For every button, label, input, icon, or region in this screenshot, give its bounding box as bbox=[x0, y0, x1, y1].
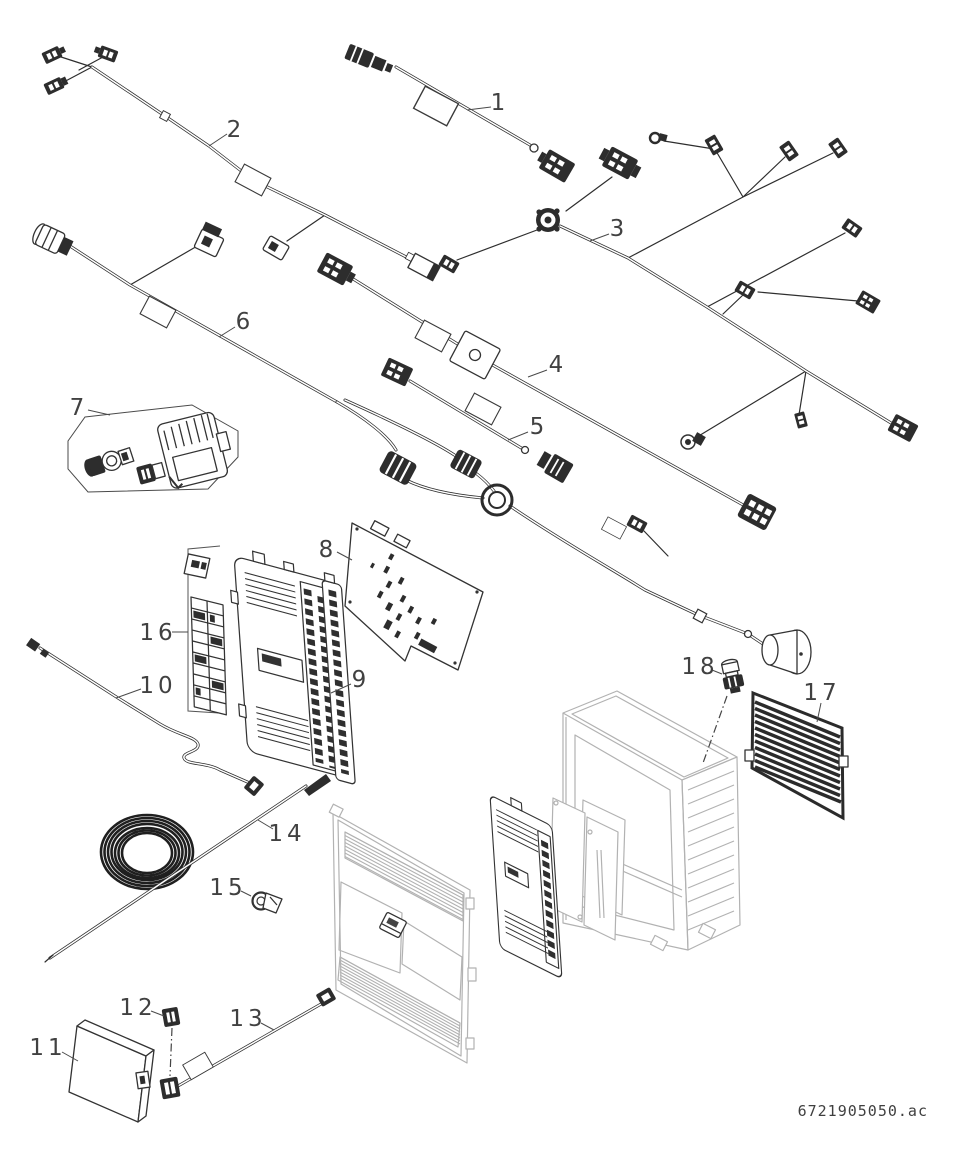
harness-2 bbox=[41, 45, 441, 282]
svg-text:7: 7 bbox=[70, 395, 89, 421]
callout-15: 15 bbox=[209, 875, 252, 901]
harness-3 bbox=[438, 131, 919, 450]
svg-text:8: 8 bbox=[319, 537, 338, 563]
harness-4 bbox=[316, 252, 777, 530]
vent-grille-part17 bbox=[744, 690, 849, 821]
coiled-cable bbox=[99, 813, 195, 891]
cable-part13 bbox=[159, 987, 336, 1100]
callout-17: 17 bbox=[803, 680, 840, 723]
svg-text:1: 1 bbox=[491, 90, 510, 116]
round-connector bbox=[680, 432, 706, 450]
callout-10: 10 bbox=[115, 673, 176, 699]
drawing-number: 6721905050.ac bbox=[797, 1102, 928, 1120]
svg-text:2: 2 bbox=[227, 117, 246, 143]
svg-text:12: 12 bbox=[119, 995, 156, 1021]
harness-5 bbox=[380, 357, 574, 483]
callout-5: 5 bbox=[507, 414, 549, 441]
obd-connector bbox=[157, 411, 232, 490]
callout-18: 18 bbox=[681, 654, 723, 680]
terminal-strip-part16 bbox=[183, 545, 227, 716]
callout-14: 14 bbox=[257, 819, 305, 847]
svg-text:15: 15 bbox=[209, 875, 246, 901]
callout-6: 6 bbox=[218, 309, 255, 338]
callout-4: 4 bbox=[527, 352, 568, 378]
center-control-module bbox=[489, 796, 563, 978]
callout-1: 1 bbox=[466, 90, 510, 116]
grommet-block bbox=[449, 330, 501, 380]
round-sensor bbox=[536, 208, 560, 232]
svg-text:17: 17 bbox=[803, 680, 840, 706]
harness-1 bbox=[344, 44, 576, 184]
harness-6 bbox=[32, 221, 812, 675]
sensor-rod-part14 bbox=[44, 774, 331, 963]
sensor-set-part7 bbox=[67, 404, 239, 493]
module-side-strip bbox=[321, 572, 356, 785]
callout-9: 9 bbox=[330, 667, 371, 694]
connector-part12 bbox=[161, 1007, 181, 1077]
svg-text:13: 13 bbox=[229, 1006, 266, 1032]
flag-connector bbox=[407, 252, 441, 282]
callout-8: 8 bbox=[319, 537, 353, 563]
svg-text:9: 9 bbox=[352, 667, 371, 693]
plug-cap-part18 bbox=[702, 658, 745, 764]
callout-12: 12 bbox=[119, 995, 165, 1021]
control-module-part9 bbox=[230, 550, 356, 785]
callout-16: 16 bbox=[139, 620, 188, 646]
cable-drum bbox=[761, 629, 812, 675]
callout-3: 3 bbox=[589, 216, 629, 242]
svg-text:5: 5 bbox=[530, 414, 549, 440]
svg-text:10: 10 bbox=[139, 673, 176, 699]
callout-13: 13 bbox=[229, 1006, 275, 1032]
front-door-panel bbox=[328, 803, 477, 1064]
capillary-cable-part10 bbox=[26, 637, 264, 796]
clamp-part15 bbox=[251, 891, 283, 914]
svg-text:4: 4 bbox=[549, 352, 568, 378]
svg-text:18: 18 bbox=[681, 654, 718, 680]
cover-box-part11 bbox=[68, 1019, 155, 1123]
callout-11: 11 bbox=[29, 1035, 79, 1062]
svg-text:11: 11 bbox=[29, 1035, 66, 1061]
callout-2: 2 bbox=[208, 117, 246, 147]
svg-text:14: 14 bbox=[268, 821, 305, 847]
svg-text:16: 16 bbox=[139, 620, 176, 646]
circuit-board-part8 bbox=[344, 520, 484, 671]
callout-7: 7 bbox=[70, 395, 111, 421]
mounting-plates bbox=[549, 797, 619, 941]
svg-text:6: 6 bbox=[236, 309, 255, 335]
svg-text:3: 3 bbox=[610, 216, 629, 242]
